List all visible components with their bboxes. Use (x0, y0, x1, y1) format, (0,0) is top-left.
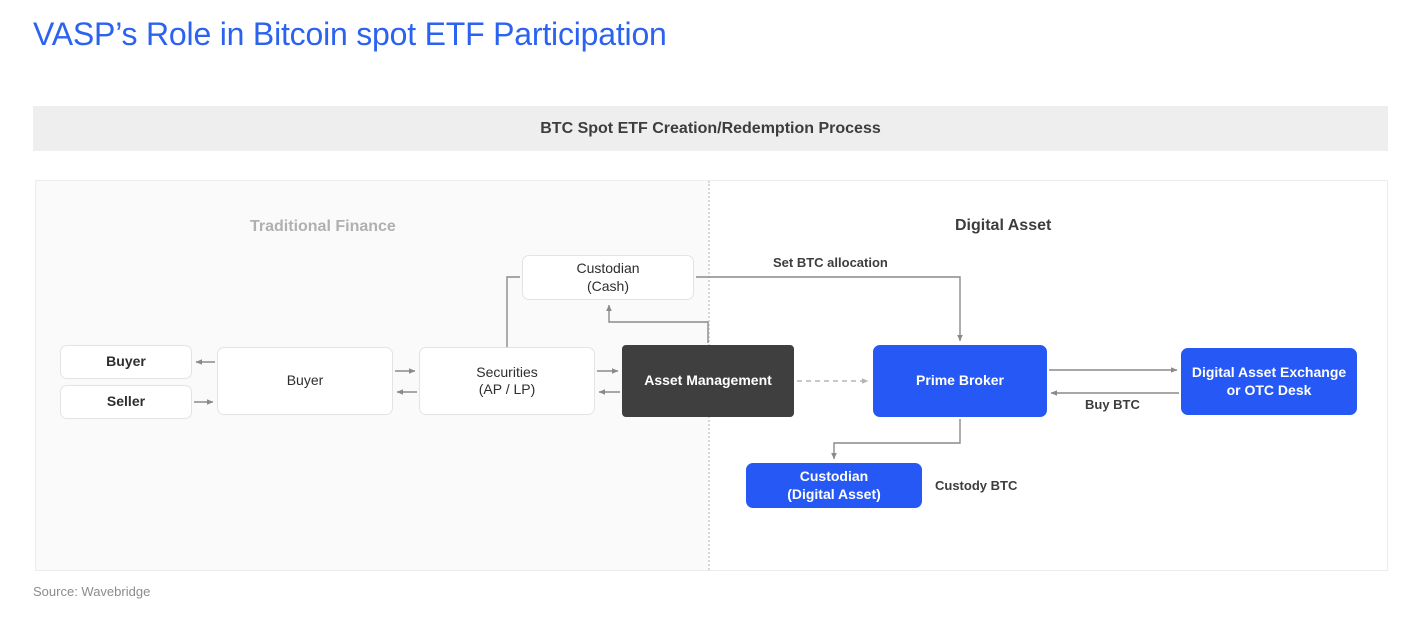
node-securities[interactable]: Securities (AP / LP) (419, 347, 595, 415)
node-custodian-da-line1: Custodian (799, 468, 869, 484)
node-dae-line1: Digital Asset Exchange (1191, 364, 1347, 380)
node-seller[interactable]: Seller (60, 385, 192, 419)
node-buyer-small[interactable]: Buyer (60, 345, 192, 379)
page-title: VASP’s Role in Bitcoin spot ETF Particip… (33, 16, 667, 52)
node-securities-line1: Securities (476, 363, 538, 380)
node-buyer-main[interactable]: Buyer (217, 347, 393, 415)
node-custodian-da-line2: (Digital Asset) (787, 485, 881, 502)
chart-subtitle-bar: BTC Spot ETF Creation/Redemption Process (33, 106, 1388, 151)
node-seller-label: Seller (106, 393, 146, 410)
node-custodian-digital-asset[interactable]: Custodian (Digital Asset) (746, 463, 922, 508)
node-dae-line2: or OTC Desk (1226, 381, 1312, 398)
diagram-frame (35, 180, 1388, 571)
node-buyer-small-label: Buyer (106, 353, 146, 370)
source-note: Source: Wavebridge (33, 584, 151, 599)
node-digital-asset-exchange[interactable]: Digital Asset Exchange or OTC Desk (1181, 348, 1357, 415)
node-asset-management[interactable]: Asset Management (622, 345, 794, 417)
edge-label-set-btc-allocation: Set BTC allocation (773, 255, 888, 270)
node-custodian-cash-line1: Custodian (576, 260, 640, 276)
node-custodian-cash[interactable]: Custodian (Cash) (522, 255, 694, 300)
node-custodian-cash-line2: (Cash) (586, 277, 629, 294)
edge-label-buy-btc: Buy BTC (1085, 397, 1140, 412)
section-label-traditional-finance: Traditional Finance (250, 218, 396, 235)
section-label-digital-asset: Digital Asset (955, 217, 1052, 234)
node-prime-broker-label: Prime Broker (916, 372, 1004, 389)
node-asset-management-label: Asset Management (644, 372, 772, 389)
edge-label-custody-btc: Custody BTC (935, 478, 1018, 493)
node-securities-label: Securities (AP / LP) (476, 364, 537, 399)
chart-subtitle-text: BTC Spot ETF Creation/Redemption Process (540, 119, 881, 137)
node-buyer-main-label: Buyer (286, 372, 324, 389)
node-digital-asset-exchange-label: Digital Asset Exchange or OTC Desk (1192, 364, 1346, 399)
node-securities-line2: (AP / LP) (478, 381, 536, 397)
node-prime-broker[interactable]: Prime Broker (873, 345, 1047, 417)
node-custodian-cash-label: Custodian (Cash) (576, 260, 639, 295)
node-custodian-digital-asset-label: Custodian (Digital Asset) (787, 468, 881, 503)
